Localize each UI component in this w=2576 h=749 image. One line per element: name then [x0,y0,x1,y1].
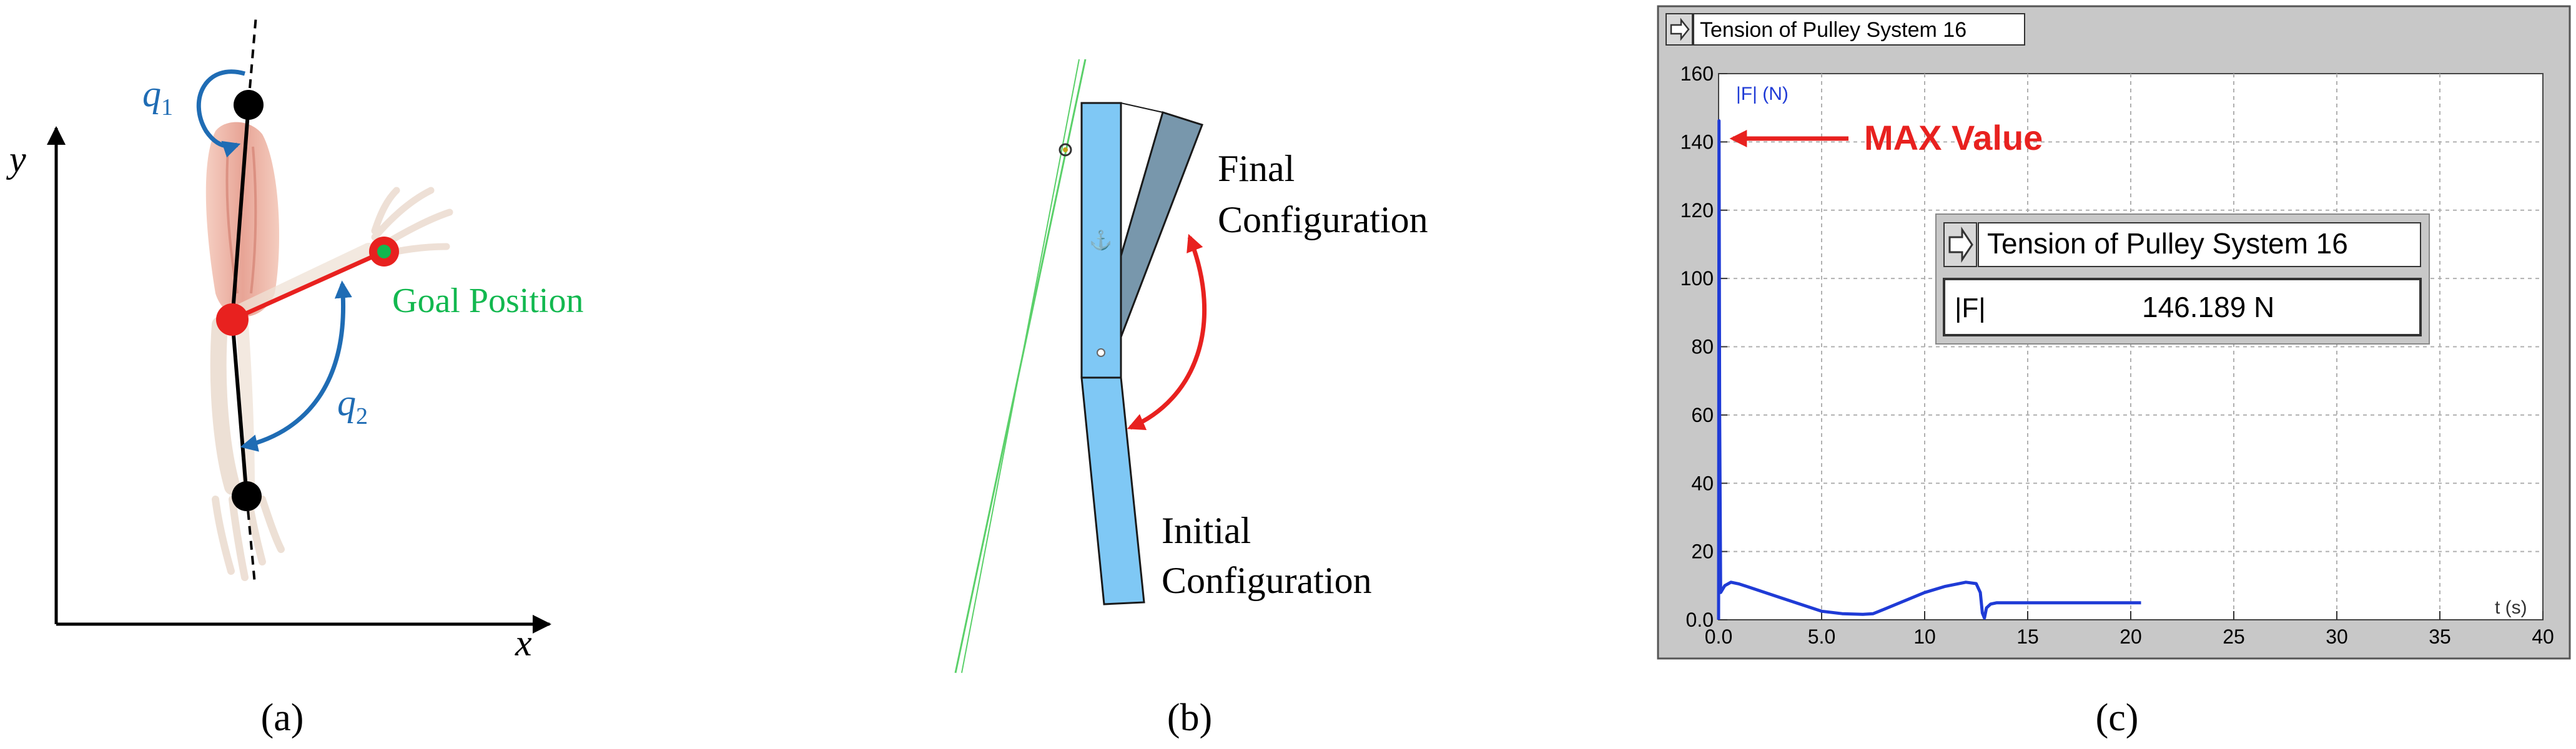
panel-a: y x q1 [6,15,583,739]
x-tick-label: 20 [2120,625,2142,648]
q2-arrow [240,280,352,452]
panel-a-caption: (a) [261,697,304,739]
forearm-illustration [210,316,285,581]
final-top-edge [1120,102,1163,113]
panel-c-caption: (c) [2096,697,2139,739]
right-arrow-icon [1670,17,1690,41]
x-tick-label: 30 [2326,625,2348,648]
final-config-label-1: Final [1218,148,1295,189]
link-node [1097,348,1105,357]
readout-widget: Tension of Pulley System 16 |F| 146.189 … [1935,213,2430,345]
wrist-joint [232,481,262,511]
panel-c: Tension of Pulley System 16 0.0 5.0 10 15 20… [1657,5,2571,739]
y-axis-label: |F| (N) [1736,84,1789,104]
y-tick-label: 0.0 [1686,609,1714,631]
max-annotation-label: MAX Value [1864,118,2043,157]
goal-position-label: Goal Position [392,281,583,320]
panel-b-caption: (b) [1167,697,1212,739]
guide-line-inner [961,59,1080,673]
window-title: Tension of Pulley System 16 [1700,18,1967,42]
upper-arm-dashed-extension [247,15,257,104]
q1-label: q1 [142,73,173,120]
x-tick-label: 0.0 [1705,625,1732,648]
y-tick-label: 100 [1680,267,1714,290]
forearm-link [230,319,249,497]
anchor-icon: ⚓ [1089,229,1112,251]
x-tick-label: 40 [2532,625,2554,648]
readout-value: 146.189 N [2142,291,2274,323]
y-tick-label: 40 [1691,472,1714,494]
y-tick-label: 60 [1691,404,1714,426]
x-axis-label: t (s) [2495,597,2527,618]
initial-config-label-2: Configuration [1162,560,1372,601]
elbow-joint [216,303,249,336]
x-tick-label: 10 [1913,625,1936,648]
x-tick-label: 15 [2016,625,2039,648]
panel-a-x-label: x [515,622,532,663]
x-tick-label: 5.0 [1808,625,1835,648]
initial-lower-link [1080,376,1145,605]
y-tick-label: 20 [1691,541,1714,563]
panel-a-y-label: y [6,139,26,180]
initial-config-label-1: Initial [1162,510,1251,551]
y-tick-label: 120 [1680,199,1714,222]
x-tick-label: 25 [2223,625,2245,648]
plot-ticks: 0.0 5.0 10 15 20 25 30 35 40 0.0 20 40 60 80 100 120 140… [1680,62,2554,648]
readout-title: Tension of Pulley System 16 [1987,227,2348,260]
readout-title-box [1978,222,2421,267]
q2-label: q2 [337,382,368,429]
plot-window-titlebar: Tension of Pulley System 16 [1666,13,2025,46]
final-config-label-2: Configuration [1218,199,1428,240]
rotation-arrow [1127,233,1207,431]
upper-arm-illustration [205,122,280,317]
y-tick-label: 140 [1680,130,1714,153]
x-tick-label: 35 [2429,625,2451,648]
pivot-marker [1059,143,1072,157]
tension-trace [1717,119,2141,620]
shoulder-joint [234,90,264,120]
panel-b: ⚓ Final Configuration Initial Configurat… [954,59,1428,739]
goal-marker [377,245,391,258]
readout-value-box [1943,278,2422,336]
readout-label: |F| [1955,293,1986,323]
readout-right-arrow-icon [1948,227,1973,263]
pivot-marker-inner [1063,147,1068,152]
y-tick-label: 160 [1680,62,1714,85]
q1-arrow [196,69,245,158]
y-tick-label: 80 [1691,336,1714,358]
upper-arm-link [230,104,250,320]
window-title-box [1693,13,2025,46]
